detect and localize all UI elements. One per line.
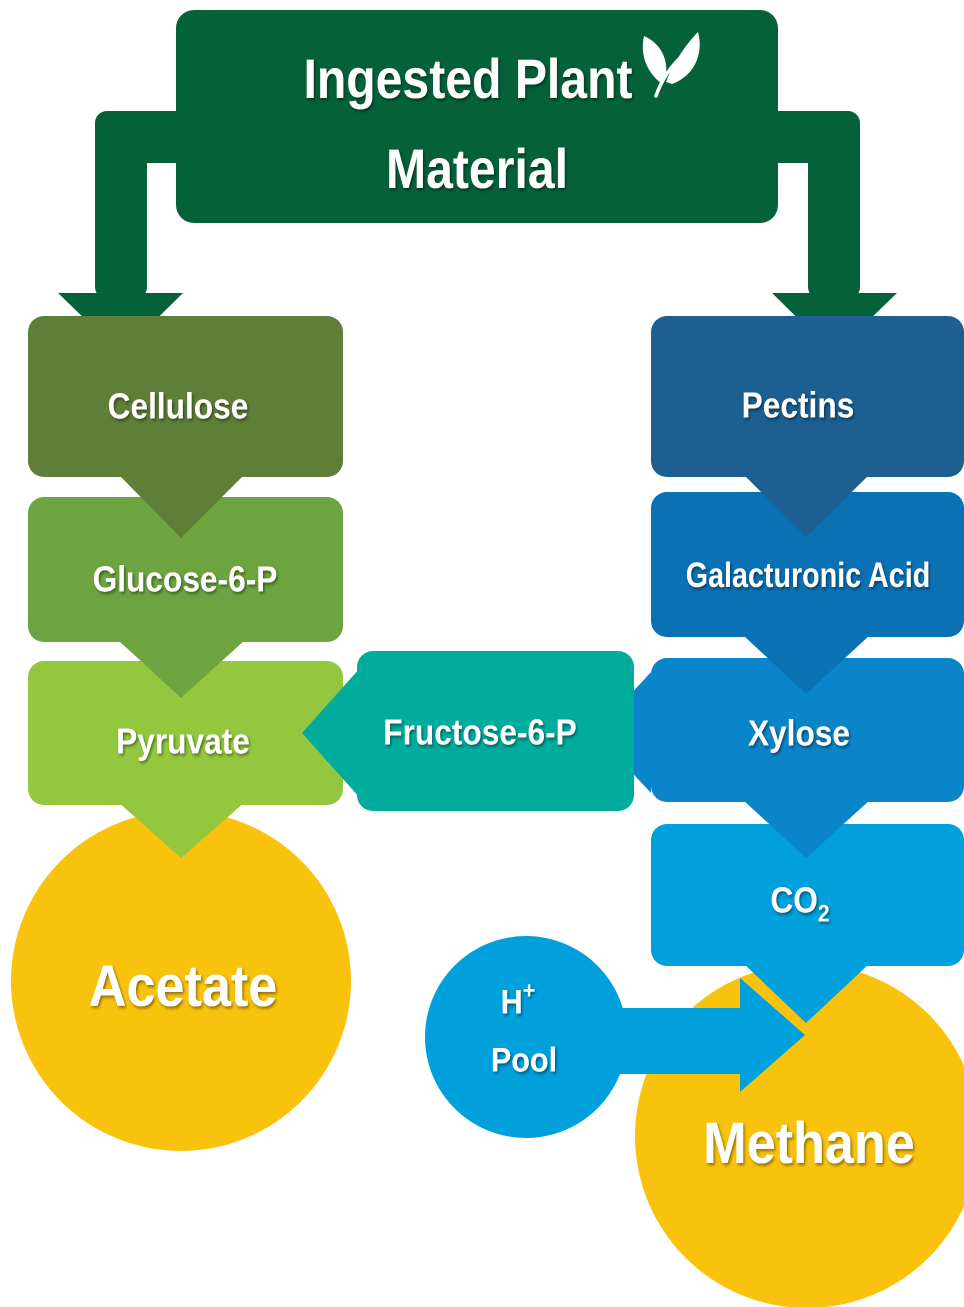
pectins-arrow xyxy=(743,474,870,537)
hpool-h-sup: + xyxy=(523,976,536,1003)
pyruvate-box xyxy=(28,661,343,805)
co2-subscript: 2 xyxy=(818,900,830,927)
xylose-label: Xylose xyxy=(748,714,850,754)
pyruvate-arrow xyxy=(118,802,245,858)
co2-label: CO2 xyxy=(770,881,829,926)
acetate-circle xyxy=(11,811,351,1151)
glucose-box xyxy=(28,497,343,642)
fructose-arrow xyxy=(302,668,360,798)
galacturonic-arrow xyxy=(743,635,870,694)
pectins-box xyxy=(651,316,964,477)
co2-arrow xyxy=(743,963,870,1023)
cellulose-arrow xyxy=(118,474,245,538)
fructose-label: Fructose-6-P xyxy=(383,713,577,753)
title-box xyxy=(176,10,778,223)
hpool-h: H xyxy=(501,983,523,1021)
pyruvate-label: Pyruvate xyxy=(116,722,250,762)
cellulose-box xyxy=(28,316,343,477)
hpool-circle xyxy=(425,936,627,1138)
title-line-2: Material xyxy=(386,139,568,201)
hpool-h-label: H+ xyxy=(501,976,536,1021)
cellulose-label: Cellulose xyxy=(108,387,249,427)
hpool-pool-label: Pool xyxy=(491,1041,557,1079)
methane-label: Methane xyxy=(703,1110,915,1175)
leaf-icon xyxy=(642,32,700,98)
co2-main: CO xyxy=(770,881,818,921)
glucose-arrow xyxy=(118,640,245,698)
xylose-box xyxy=(651,658,964,802)
fructose-box xyxy=(357,651,634,811)
glucose-label: Glucose-6-P xyxy=(93,560,278,600)
acetate-label: Acetate xyxy=(89,953,278,1018)
co2-box xyxy=(651,824,964,966)
title-line-1: Ingested Plant xyxy=(303,49,632,111)
pectins-label: Pectins xyxy=(742,386,855,426)
xylose-arrow xyxy=(743,800,870,858)
galacturonic-box xyxy=(651,492,964,637)
galacturonic-label: Galacturonic Acid xyxy=(686,555,930,594)
